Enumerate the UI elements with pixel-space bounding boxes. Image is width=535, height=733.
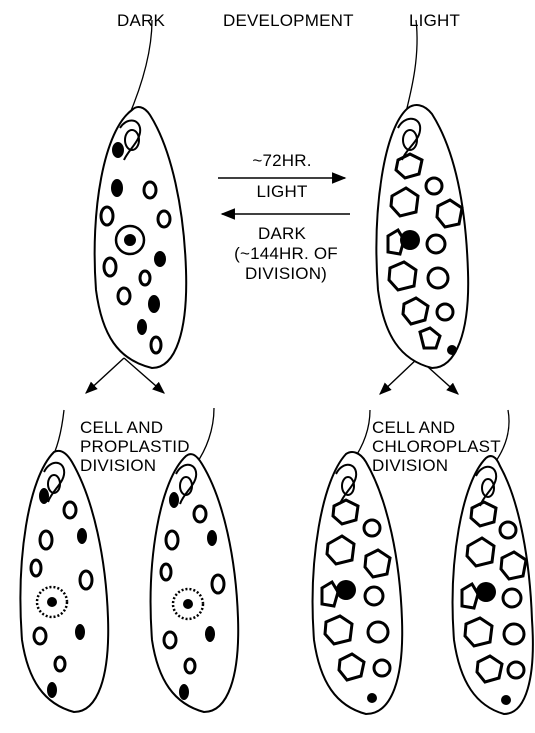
light-label: LIGHT	[409, 11, 460, 30]
right-division-label-line1: CELL AND	[372, 418, 455, 437]
right-division-label-line3: DIVISION	[372, 456, 448, 475]
right-division-label-line2: CHLOROPLAST	[372, 437, 501, 456]
left-division-label-line2: PROPLASTID	[80, 437, 190, 456]
dark-label: DARK	[117, 11, 165, 30]
development-label: DEVELOPMENT	[223, 11, 354, 30]
dark-parent-cell	[95, 20, 187, 368]
left-division-label-line3: DIVISION	[80, 456, 156, 475]
left-division-label-line1: CELL AND	[80, 418, 163, 437]
reverse-time-label-line1: (~144HR. OF	[222, 244, 350, 263]
arrow-light-division-left	[380, 358, 418, 394]
forward-condition-label: LIGHT	[232, 182, 332, 201]
reverse-condition-label: DARK	[232, 224, 332, 243]
forward-time-label: ~72HR.	[232, 151, 332, 170]
reverse-time-label-line2: DIVISION)	[232, 264, 340, 283]
arrow-dark-division-left	[86, 358, 124, 393]
light-parent-cell	[376, 20, 468, 368]
